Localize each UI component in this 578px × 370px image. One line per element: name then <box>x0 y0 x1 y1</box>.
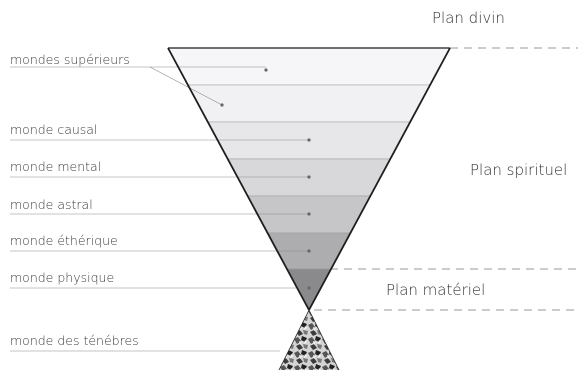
world-label-higher: mondes supérieurs <box>10 52 130 67</box>
leader-dot <box>307 286 311 290</box>
world-label-darkness: monde des ténébres <box>10 333 139 348</box>
leader-dot <box>307 175 311 179</box>
world-label-mental: monde mental <box>10 159 102 174</box>
world-layer <box>167 47 451 86</box>
plane-label-spiritual: Plan spirituel <box>470 161 568 179</box>
darkness-cone <box>278 309 340 370</box>
world-label-physical: monde physique <box>10 270 115 285</box>
world-label-astral: monde astral <box>10 197 93 212</box>
plane-label-divine: Plan divin <box>432 9 505 27</box>
leader-line-diagonal <box>149 66 223 106</box>
world-label-etheric: monde éthérique <box>10 233 118 248</box>
leader-dot <box>307 249 311 253</box>
leader-dot <box>264 68 268 72</box>
plane-label-material: Plan matériel <box>386 281 486 299</box>
leader-dot <box>220 103 224 107</box>
leader-dot <box>307 212 311 216</box>
cone-right-edge <box>308 47 451 311</box>
leader-dot <box>307 138 311 142</box>
world-layer <box>187 84 431 123</box>
world-label-causal: monde causal <box>10 122 98 137</box>
cone-left-edge <box>167 47 310 311</box>
